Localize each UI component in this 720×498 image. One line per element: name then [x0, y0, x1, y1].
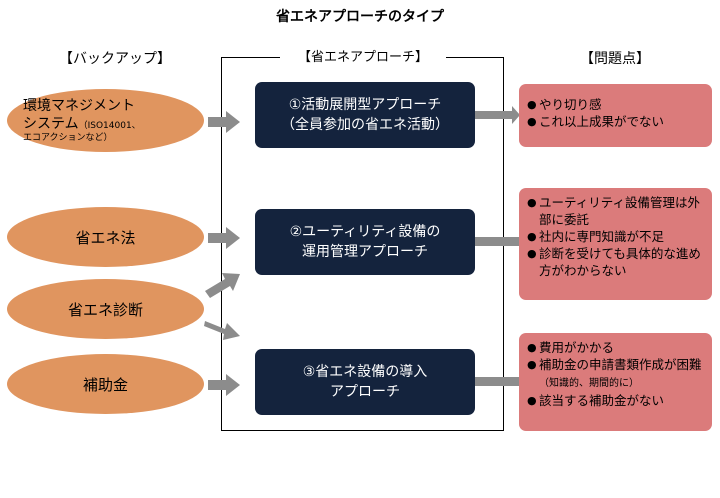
backup-subsidy: 補助金: [7, 354, 204, 414]
backup-header: 【バックアップ】: [59, 51, 171, 67]
issue-3-item-2-main: 補助金の申請書類作成が困難: [539, 357, 702, 372]
approach-2-line1: ②ユーティリティ設備の: [289, 224, 441, 240]
approach-3-line1: ③省エネ設備の導入: [302, 364, 428, 380]
issue-1-item-2: これ以上成果がでない: [527, 113, 706, 130]
issue-3-item-3: 該当する補助金がない: [527, 392, 706, 409]
issue-2-item-3: 診断を受けても具体的な進め方がわからない: [527, 245, 706, 279]
backup-ems: 環境マネジメント システム（ISO14001、 エコアクションなど）: [7, 89, 204, 152]
connector-a1-i1: [475, 106, 520, 124]
arrow-diag-to-a3: [204, 321, 240, 340]
approach-3-line2: アプローチ: [330, 384, 400, 400]
arrow-diag-to-a2: [205, 273, 240, 298]
arrow-ems-to-a1: [208, 111, 240, 133]
issue-3-item-2-note: （知識的、期間的に）: [539, 378, 639, 389]
issue-box-1: やり切り感 これ以上成果がでない: [519, 84, 712, 147]
approach-1-line2: （全員参加の省エネ活動）: [281, 117, 449, 133]
approach-2: ②ユーティリティ設備の 運用管理アプローチ: [255, 209, 475, 275]
issues-header: 【問題点】: [580, 51, 650, 67]
approach-2-line2: 運用管理アプローチ: [302, 244, 428, 260]
arrow-subsidy-to-a3: [208, 374, 240, 396]
issue-2-item-2: 社内に専門知識が不足: [527, 228, 706, 245]
backup-diagnosis: 省エネ診断: [7, 279, 204, 339]
connector-a2-i2: [475, 237, 519, 246]
backup-law: 省エネ法: [7, 207, 204, 267]
approach-1: ①活動展開型アプローチ （全員参加の省エネ活動）: [255, 82, 475, 148]
backup-ems-line2: システム: [23, 116, 79, 132]
issue-3-item-2: 補助金の申請書類作成が困難 （知識的、期間的に）: [527, 356, 706, 392]
backup-ems-line2-wrap: システム（ISO14001、: [23, 115, 141, 133]
backup-subsidy-label: 補助金: [82, 375, 128, 394]
approach-3: ③省エネ設備の導入 アプローチ: [255, 349, 475, 415]
issue-box-2: ユーティリティ設備管理は外部に委託 社内に専門知識が不足 診断を受けても具体的な…: [519, 188, 712, 300]
approach-1-line1: ①活動展開型アプローチ: [288, 97, 442, 113]
issue-3-item-1: 費用がかかる: [527, 339, 706, 356]
backup-ems-note2: エコアクションなど）: [23, 133, 113, 143]
connector-a3-i3: [475, 377, 519, 386]
issue-1-item-1: やり切り感: [527, 96, 706, 113]
issue-box-3: 費用がかかる 補助金の申請書類作成が困難 （知識的、期間的に） 該当する補助金がな…: [519, 333, 712, 431]
approach-header: 【省エネアプローチ】: [280, 46, 446, 65]
issue-2-item-1: ユーティリティ設備管理は外部に委託: [527, 194, 706, 228]
arrow-law-to-a2: [208, 227, 240, 249]
backup-law-label: 省エネ法: [75, 228, 136, 247]
backup-diagnosis-label: 省エネ診断: [67, 300, 143, 319]
backup-ems-line1: 環境マネジメント: [23, 98, 135, 114]
backup-ems-note1: （ISO14001、: [78, 121, 141, 131]
diagram-title: 省エネアプローチのタイプ: [276, 9, 444, 25]
